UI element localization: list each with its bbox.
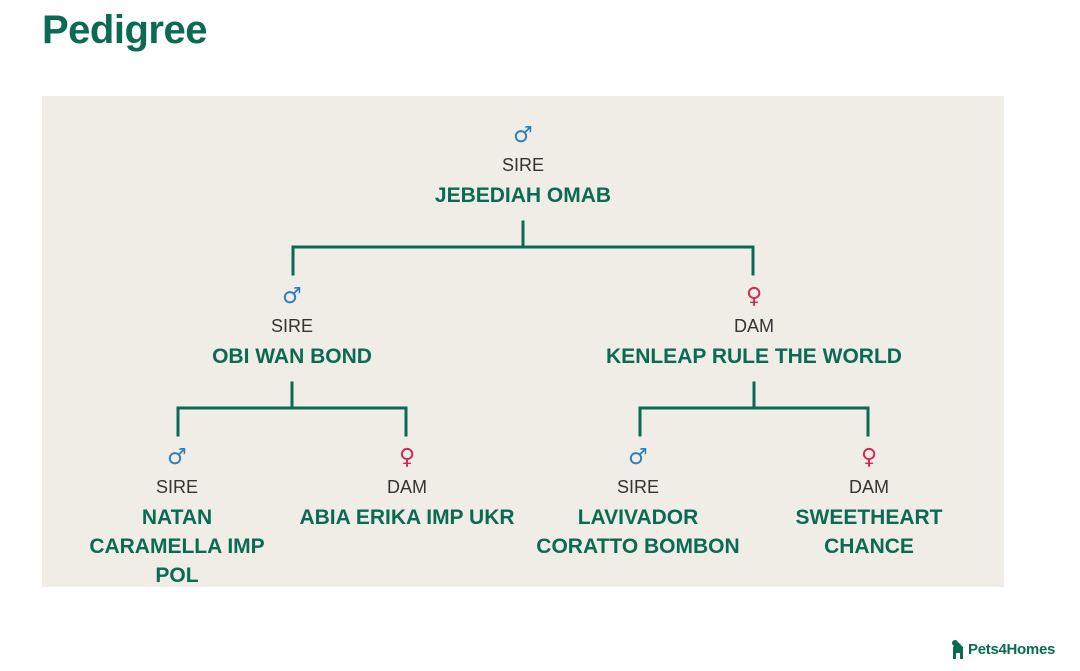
male-symbol-icon: ♂ [282, 284, 302, 309]
pedigree-node-root: ♂ SIRE JEBEDIAH OMAB [398, 124, 648, 210]
female-symbol-icon: ♀ [745, 284, 763, 309]
pedigree-node-sire-sire: ♂ SIRE NATAN CARAMELLA IMP POL [67, 446, 287, 590]
node-role: DAM [387, 477, 427, 497]
pedigree-panel: ♂ SIRE JEBEDIAH OMAB ♂ SIRE OBI WAN BOND… [42, 96, 1004, 587]
pets4homes-logo: Pets4Homes [950, 639, 1055, 659]
node-role: SIRE [270, 316, 313, 336]
pedigree-node-sire: ♂ SIRE OBI WAN BOND [167, 285, 417, 371]
node-role: SIRE [616, 477, 659, 497]
page-title: Pedigree [42, 8, 207, 52]
logo-text: Pets4Homes [968, 640, 1056, 658]
node-name: LAVIVADOR CORATTO BOMBON [536, 506, 740, 558]
node-role: SIRE [501, 155, 544, 175]
node-name: SWEETHEART CHANCE [795, 506, 943, 558]
node-name: ABIA ERIKA IMP UKR [299, 506, 515, 529]
node-name: KENLEAP RULE THE WORLD [606, 345, 902, 368]
pedigree-node-dam: ♀ DAM KENLEAP RULE THE WORLD [604, 285, 904, 371]
female-symbol-icon: ♀ [860, 445, 878, 470]
male-symbol-icon: ♂ [513, 123, 533, 148]
node-name: JEBEDIAH OMAB [434, 184, 612, 207]
node-role: SIRE [155, 477, 198, 497]
node-name: NATAN CARAMELLA IMP POL [89, 506, 265, 587]
node-role: DAM [734, 316, 774, 336]
pedigree-connectors [176, 220, 870, 437]
pedigree-node-dam-sire: ♂ SIRE LAVIVADOR CORATTO BOMBON [523, 446, 753, 561]
house-leaf-icon [952, 640, 963, 659]
pedigree-node-sire-dam: ♀ DAM ABIA ERIKA IMP UKR [297, 446, 517, 532]
male-symbol-icon: ♂ [167, 445, 187, 470]
node-name: OBI WAN BOND [212, 345, 372, 368]
female-symbol-icon: ♀ [398, 445, 416, 470]
pedigree-node-dam-dam: ♀ DAM SWEETHEART CHANCE [759, 446, 979, 561]
node-role: DAM [849, 477, 889, 497]
male-symbol-icon: ♂ [628, 445, 648, 470]
